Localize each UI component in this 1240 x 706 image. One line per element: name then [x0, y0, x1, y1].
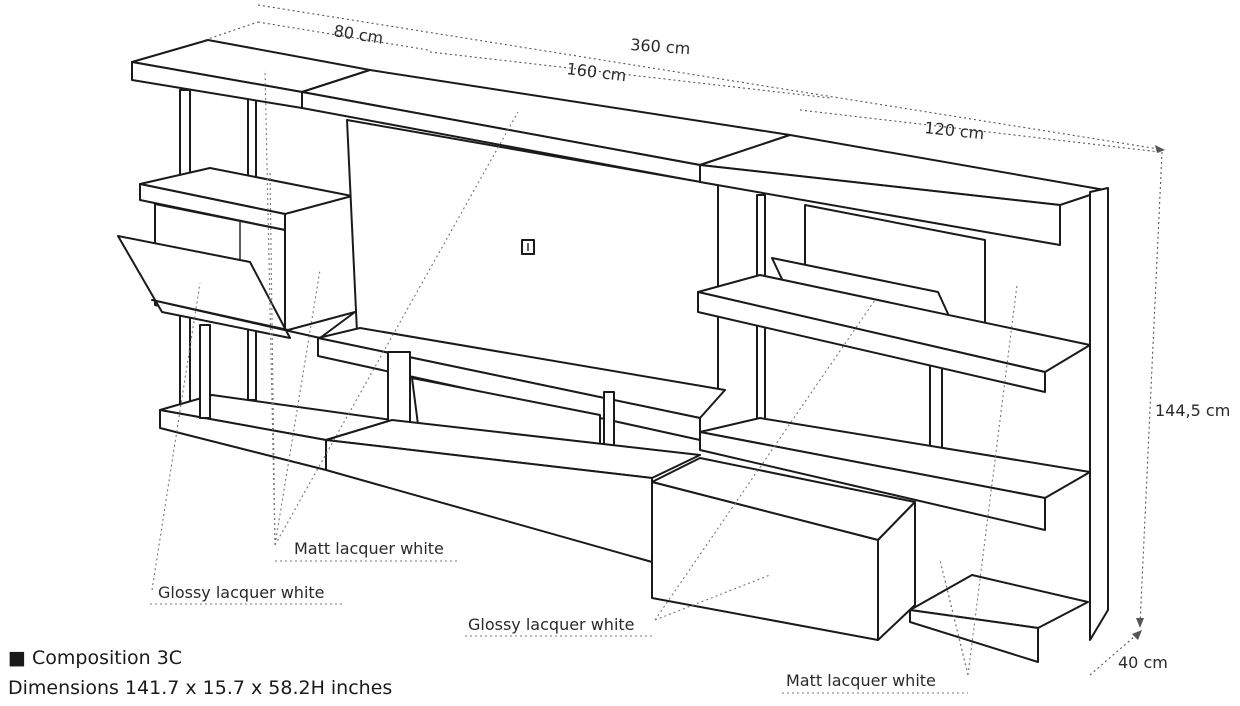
right-middle-shelf-front	[699, 431, 1046, 531]
label-glossy-left: Glossy lacquer white	[158, 583, 325, 602]
dim-arrow-right-top	[1155, 145, 1165, 153]
composition-name: Composition 3C	[32, 647, 183, 669]
label-width-120: 120 cm	[924, 118, 986, 143]
leader-matt-left-3	[274, 269, 321, 546]
label-height: 144,5 cm	[1155, 401, 1230, 420]
dim-depth-line	[1089, 629, 1143, 676]
label-matt-right: Matt lacquer white	[786, 671, 936, 690]
composition-dimensions: Dimensions 141.7 x 15.7 x 58.2H inches	[8, 677, 393, 699]
leader-lines	[150, 69, 1018, 694]
label-matt-left: Matt lacquer white	[294, 539, 444, 558]
leader-glossy-left	[151, 282, 201, 591]
dim-160-line	[429, 51, 831, 99]
leader-matt-right-1	[967, 284, 1018, 676]
label-width-360: 360 cm	[630, 35, 691, 58]
right-side-panel	[1089, 187, 1109, 641]
left-flap-door	[117, 235, 291, 339]
leader-matt-right-3	[944, 579, 969, 676]
dim-80-ext	[204, 21, 259, 41]
label-glossy-center: Glossy lacquer white	[468, 615, 635, 634]
right-upper-shelf-front	[697, 291, 1046, 393]
dim-arrow-height-bottom	[1136, 618, 1144, 628]
leader-matt-left-1	[264, 69, 276, 546]
right-bottom-shelf-front	[909, 609, 1039, 663]
right-bottom-drawer-side	[877, 501, 916, 641]
left-lower-post	[199, 324, 211, 419]
right-module	[651, 134, 1109, 663]
right-top-shelf-front	[699, 164, 1061, 246]
leader-glossy-center-1	[654, 574, 771, 621]
square-bullet-icon: ■	[8, 647, 26, 669]
center-module	[301, 69, 791, 563]
dim-360-line	[257, 4, 1166, 151]
labels: 80 cm 360 cm 160 cm 120 cm 144,5 cm 40 c…	[158, 21, 1230, 690]
left-module	[117, 39, 393, 471]
label-width-80: 80 cm	[332, 21, 384, 48]
left-lower-shelf	[151, 299, 356, 339]
label-width-160: 160 cm	[566, 59, 628, 85]
dim-120-line	[799, 109, 1161, 153]
composition-title: ■ Composition 3C	[8, 646, 182, 670]
dim-80-line	[257, 21, 429, 51]
label-depth: 40 cm	[1118, 653, 1168, 672]
dim-arrow-depth	[1132, 630, 1142, 640]
dim-height-line	[1139, 151, 1163, 626]
dimension-lines	[204, 4, 1166, 676]
